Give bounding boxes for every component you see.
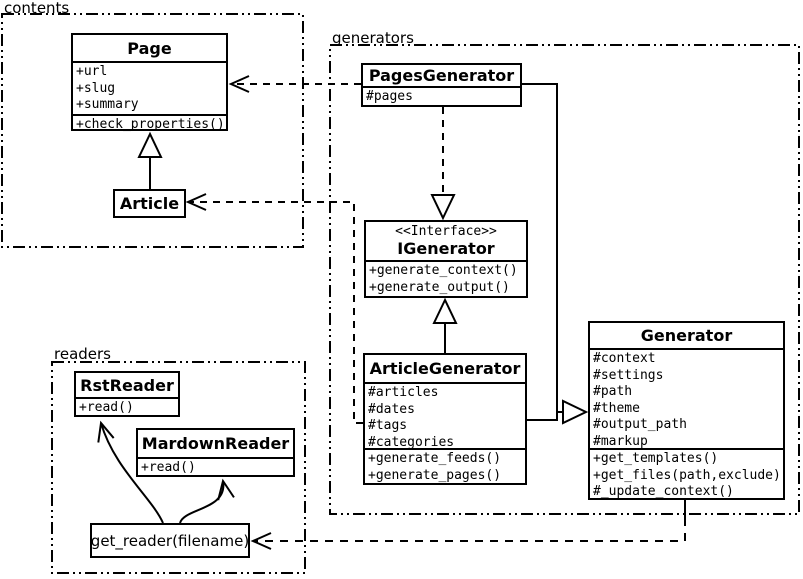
class-box-pagesgenerator: PagesGenerator #pages xyxy=(361,63,522,107)
method: +generate_context() xyxy=(369,263,518,278)
attributes-compartment: +url +slug +summary xyxy=(73,61,226,114)
method: +read() xyxy=(79,400,134,415)
attribute: #categories xyxy=(368,434,455,449)
attribute: #tags xyxy=(368,418,408,433)
attributes-compartment: #articles #dates #tags #categories xyxy=(365,382,525,448)
method: +get_templates() xyxy=(593,451,719,466)
attribute: #articles xyxy=(368,385,439,400)
class-title: PagesGenerator xyxy=(368,66,515,85)
attribute: +url xyxy=(76,64,108,79)
attribute: #theme xyxy=(593,400,640,416)
class-title: <<Interface>> IGenerator xyxy=(366,222,526,260)
method: +read() xyxy=(141,460,196,475)
method: +check_properties() xyxy=(76,117,225,132)
attributes-compartment: #context #settings #path #theme #output_… xyxy=(590,348,783,448)
class-title: MardownReader xyxy=(141,434,290,453)
class-title: RstReader xyxy=(80,375,174,395)
class-box-mardownreader: MardownReader +read() xyxy=(136,428,295,477)
method: +generate_output() xyxy=(369,279,510,295)
attribute: #dates xyxy=(368,401,415,417)
edge-generator-to-getreader xyxy=(250,518,686,550)
class-box-articlegenerator: ArticleGenerator #articles #dates #tags … xyxy=(363,353,527,485)
class-box-page: Page +url +slug +summary +check_properti… xyxy=(71,33,228,133)
methods-compartment: +get_templates() +get_files(path,exclude… xyxy=(590,448,783,498)
attribute: +summary xyxy=(76,97,139,112)
attribute: #context xyxy=(593,351,656,366)
edge-getreader-to-mardownreader xyxy=(179,478,235,524)
package-label-generators: generators xyxy=(332,29,414,47)
class-box-article: Article xyxy=(113,189,186,218)
methods-compartment: +read() xyxy=(76,397,178,415)
class-box-igenerator: <<Interface>> IGenerator +generate_conte… xyxy=(364,220,528,298)
attribute: #settings xyxy=(593,367,664,383)
attributes-compartment: #pages xyxy=(363,86,520,105)
class-stereotype: <<Interface>> xyxy=(395,224,497,239)
methods-compartment: +check_properties() xyxy=(73,114,226,133)
package-border-readers xyxy=(51,361,306,574)
edge-getreader-to-rstreader xyxy=(97,420,164,524)
edge-articlegenerator-to-generator xyxy=(527,412,558,421)
class-title: Generator xyxy=(640,326,733,345)
attribute: #path xyxy=(593,384,633,399)
package-label-contents: contents xyxy=(4,0,70,17)
package-border-contents xyxy=(1,13,304,248)
methods-compartment: +generate_feeds() +generate_pages() xyxy=(365,448,525,485)
edge-articlegenerator-to-article xyxy=(185,193,363,424)
method: +get_files(path,exclude) xyxy=(593,467,781,483)
class-title: Article xyxy=(119,194,180,213)
function-box-get-reader: get_reader(filename) xyxy=(90,523,250,558)
methods-compartment: +read() xyxy=(138,457,293,475)
edge-pagesgenerator-to-generator xyxy=(522,83,589,425)
package-label-readers: readers xyxy=(54,345,111,363)
package-border-generators xyxy=(329,44,800,515)
function-label: get_reader(filename) xyxy=(90,531,250,550)
class-title: ArticleGenerator xyxy=(369,359,521,378)
class-title-text: IGenerator xyxy=(397,239,495,258)
attribute: #pages xyxy=(366,89,413,104)
method: #_update_context() xyxy=(593,484,734,498)
attribute: #markup xyxy=(593,433,648,449)
methods-compartment: +generate_context() +generate_output() xyxy=(366,260,526,296)
class-box-generator: Generator #context #settings #path #them… xyxy=(588,321,785,500)
attribute: +slug xyxy=(76,80,116,96)
class-title: Page xyxy=(127,38,172,58)
class-box-rstreader: RstReader +read() xyxy=(74,371,180,417)
method: +generate_feeds() xyxy=(368,451,502,466)
attribute: #output_path xyxy=(593,417,687,432)
method: +generate_pages() xyxy=(368,467,502,483)
